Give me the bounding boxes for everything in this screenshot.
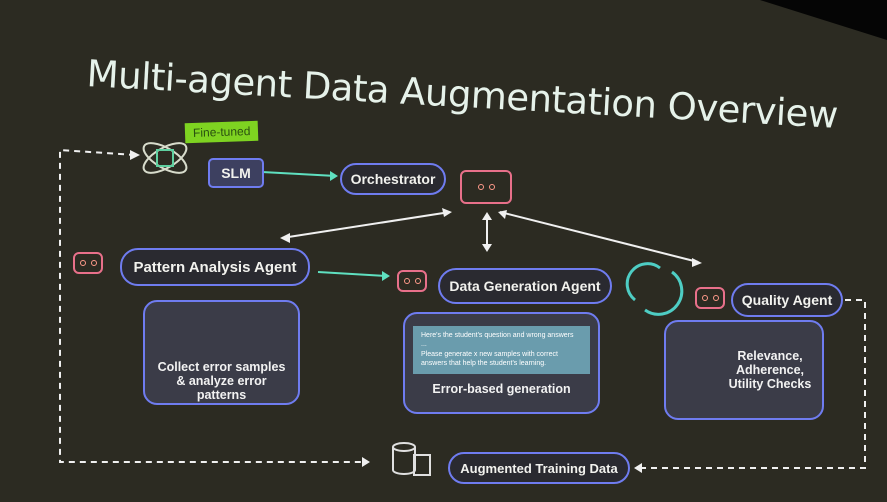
cycle-icon bbox=[625, 262, 684, 316]
feedback-dashed-right bbox=[640, 299, 866, 469]
database-icon bbox=[392, 442, 431, 476]
arrow-slm-orch bbox=[261, 171, 337, 177]
pattern-analysis-panel: Collect error samples & analyze error pa… bbox=[143, 300, 300, 405]
pattern-panel-text: Collect error samples & analyze error pa… bbox=[157, 360, 286, 402]
generation-robot-icon bbox=[397, 270, 427, 292]
pattern-analysis-agent-pill: Pattern Analysis Agent bbox=[120, 248, 310, 286]
prompt-line: Here's the student's question and wrong … bbox=[421, 332, 574, 339]
atom-icon bbox=[142, 142, 188, 174]
prompt-box: Here's the student's question and wrong … bbox=[413, 326, 590, 374]
data-generation-agent-pill: Data Generation Agent bbox=[438, 268, 612, 304]
quality-robot-icon bbox=[695, 287, 725, 309]
slm-box: SLM bbox=[208, 158, 264, 188]
prompt-ellipsis: ... bbox=[421, 341, 427, 349]
quality-panel-text: Relevance, Adherence, Utility Checks bbox=[728, 349, 812, 391]
augmented-training-data-pill: Augmented Training Data bbox=[448, 452, 630, 484]
prompt-line: Please generate x new samples with corre… bbox=[421, 350, 558, 368]
pattern-robot-icon bbox=[73, 252, 103, 274]
orchestrator-robot-icon bbox=[460, 170, 512, 204]
orchestrator-pill: Orchestrator bbox=[340, 163, 446, 195]
arrow-pattern-generation bbox=[317, 271, 387, 277]
arrow-orch-quality bbox=[499, 211, 699, 263]
quality-agent-pill: Quality Agent bbox=[731, 283, 843, 317]
arrow-orch-pattern bbox=[281, 211, 451, 239]
data-generation-panel: Here's the student's question and wrong … bbox=[403, 312, 600, 414]
generation-panel-text: Error-based generation bbox=[432, 381, 571, 396]
fine-tuned-badge: Fine-tuned bbox=[184, 120, 259, 144]
feedback-dashed-left bbox=[59, 148, 365, 463]
quality-panel: Relevance, Adherence, Utility Checks bbox=[664, 320, 824, 420]
